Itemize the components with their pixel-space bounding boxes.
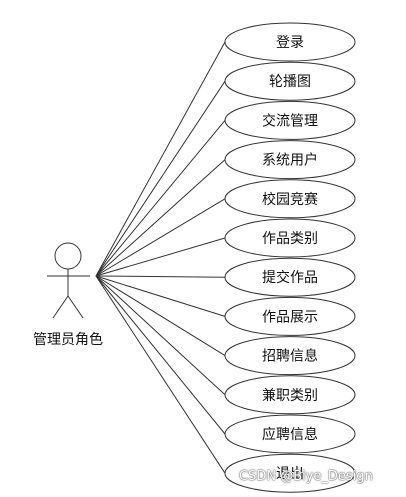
association-line <box>95 275 226 357</box>
association-line <box>95 120 226 277</box>
use-case-ellipse <box>224 296 356 336</box>
association-line <box>95 159 226 277</box>
use-case: 退出 <box>224 453 356 493</box>
use-case-ellipse <box>224 22 356 62</box>
use-case: 系统用户 <box>224 140 356 180</box>
use-case: 登录 <box>224 22 356 62</box>
use-case-label: 招聘信息 <box>262 348 318 365</box>
use-case-ellipse <box>224 61 356 101</box>
actor-administrator: 管理员角色 <box>33 242 103 348</box>
use-case: 兼职类别 <box>224 375 356 415</box>
use-case-ellipse <box>224 414 356 454</box>
use-case-label: 兼职类别 <box>262 388 318 404</box>
use-case-ellipse <box>224 100 356 140</box>
use-case-label: 轮播图 <box>269 74 311 90</box>
use-case-label: 应聘信息 <box>262 426 318 443</box>
use-case: 轮播图 <box>224 61 356 101</box>
use-case: 作品展示 <box>224 296 356 336</box>
association-line <box>95 275 226 396</box>
use-case: 交流管理 <box>224 100 356 140</box>
use-case-label: 退出 <box>276 466 304 482</box>
association-line <box>95 41 226 277</box>
watermark: CSDN @Biye_Design <box>239 469 373 484</box>
use-case-label: 校园竞赛 <box>262 191 318 208</box>
association-line <box>95 275 226 317</box>
use-case: 提交作品 <box>224 257 356 297</box>
actor-left-leg <box>52 295 69 319</box>
use-case-label: 作品类别 <box>262 231 318 247</box>
association-line <box>95 275 226 474</box>
use-case-ellipse <box>224 257 356 297</box>
association-lines <box>95 41 226 474</box>
use-case-label: 提交作品 <box>262 269 318 286</box>
association-line <box>95 237 226 277</box>
use-case-label: 系统用户 <box>262 152 318 169</box>
use-case-ellipse <box>224 375 356 415</box>
association-line <box>95 275 226 278</box>
actor-head <box>54 242 82 270</box>
use-case: 应聘信息 <box>224 414 356 454</box>
use-case-ellipse <box>224 140 356 180</box>
use-case-ellipse <box>224 179 356 219</box>
actor-label: 管理员角色 <box>33 331 103 348</box>
association-line <box>95 198 226 277</box>
association-line <box>95 275 226 435</box>
use-case-list: 登录轮播图交流管理系统用户校园竞赛作品类别提交作品作品展示招聘信息兼职类别应聘信… <box>224 22 356 493</box>
use-case-label: 登录 <box>276 35 304 51</box>
use-case-ellipse <box>224 453 356 493</box>
use-case-ellipse <box>224 336 356 376</box>
use-case: 作品类别 <box>224 218 356 258</box>
association-line <box>95 80 226 277</box>
use-case-label: 作品展示 <box>262 309 318 325</box>
use-case: 招聘信息 <box>224 336 356 376</box>
use-case: 校园竞赛 <box>224 179 356 219</box>
use-case-label: 交流管理 <box>262 112 318 129</box>
use-case-ellipse <box>224 218 356 258</box>
actor-right-leg <box>67 295 84 319</box>
